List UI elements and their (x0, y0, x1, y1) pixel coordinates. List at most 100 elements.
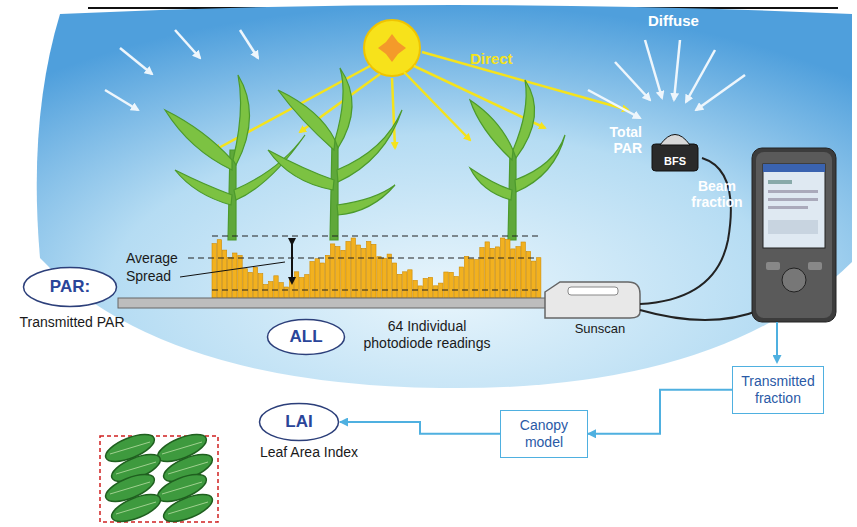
photodiode-bar (233, 253, 237, 298)
ellipse-line (24, 268, 117, 307)
photodiode-bar (243, 269, 247, 298)
leaf (108, 489, 164, 527)
sky-region (37, 5, 852, 388)
box-text: Transmitted fraction (739, 373, 817, 407)
photodiode-bar (248, 272, 252, 298)
photodiode-bar (264, 285, 268, 299)
photodiode-bar (217, 240, 221, 298)
photodiode-bar (392, 263, 396, 298)
photodiode-bar (284, 287, 288, 298)
photodiode-bar (418, 286, 422, 298)
photodiode-bar (325, 255, 329, 298)
node-caption: 64 Individual photodiode readings (352, 318, 502, 352)
photodiode-bar (506, 239, 510, 298)
ellipse-text: LAI (285, 412, 312, 432)
sunscan-probe (118, 298, 546, 308)
photodiode-bar (531, 261, 535, 298)
ellipse-text: ALL (289, 327, 322, 347)
photodiode-bar (475, 260, 479, 298)
leaf-grid (100, 429, 218, 527)
pda-output-arrow (776, 322, 778, 362)
leaf-vein (116, 462, 156, 474)
leaf-vein (168, 502, 208, 514)
leaf (160, 489, 216, 527)
sensor-text: BFS (664, 155, 686, 167)
photodiode-bar (459, 267, 463, 298)
pda-cable (640, 310, 760, 320)
diagram-label: Total PAR (592, 124, 642, 156)
diagram-label: Diffuse (648, 12, 728, 29)
photodiode-bar (300, 278, 304, 299)
leaf-vein (162, 442, 202, 454)
photodiode-bar (403, 272, 407, 298)
ellipse-text: PAR: (50, 277, 90, 297)
photodiode-bar (320, 263, 324, 298)
photodiode-bar (377, 257, 381, 298)
node-caption: Leaf Area Index (260, 444, 390, 461)
ellipse-line (260, 404, 339, 441)
ellipse-shape: PAR: (22, 266, 118, 308)
photodiode-bar (464, 256, 468, 298)
sunscan-body (545, 282, 640, 318)
photodiode-bar (470, 259, 474, 298)
box-text: Canopy model (507, 417, 581, 451)
sun (364, 20, 420, 76)
leaf-vein (168, 462, 208, 474)
leaf-vein (116, 502, 156, 514)
photodiode-bar (397, 274, 401, 298)
direct-rays (215, 52, 628, 150)
photodiode-bars (212, 238, 541, 298)
photodiode-bar (274, 276, 278, 298)
photodiode-bar (408, 270, 412, 298)
ellipse-line (268, 320, 345, 355)
photodiode-bar (428, 277, 432, 298)
diagram-label: Average (126, 250, 186, 266)
diagram-label: Spread (126, 268, 186, 284)
leaf-vein (110, 442, 150, 454)
photodiode-bar (449, 272, 453, 298)
node-caption: Transmitted PAR (12, 314, 132, 331)
photodiode-bar (310, 262, 314, 299)
sensor-dome (660, 135, 690, 146)
photodiode-bar (222, 250, 226, 298)
photodiode-bar (413, 280, 417, 298)
diagram-label: Beam fraction (684, 178, 750, 210)
photodiode-bar (351, 238, 355, 298)
photodiode-bar (454, 277, 458, 299)
ellipse-node: LAILeaf Area Index (258, 402, 340, 442)
photodiode-bar (434, 286, 438, 298)
sensor-body (652, 144, 698, 171)
photodiode-bar (227, 258, 231, 298)
ellipse-shape: LAI (258, 402, 340, 442)
spread-arrow (291, 244, 293, 283)
level-lines (188, 236, 542, 290)
photodiode-bar (511, 249, 515, 298)
diffuse-rays (105, 30, 745, 118)
photodiode-bar (537, 258, 541, 298)
photodiode-bar (305, 275, 309, 298)
photodiode-bar (423, 278, 427, 298)
leaf-vein (110, 482, 150, 494)
photodiode-bar (294, 272, 298, 298)
ellipse-node: ALL64 Individual photodiode readings (266, 318, 346, 356)
flow-arrow (340, 422, 500, 434)
photodiode-bar (253, 267, 257, 298)
flow-arrow (588, 390, 732, 434)
process-box: Canopy model (500, 410, 588, 458)
photodiode-bar (315, 259, 319, 298)
photodiode-bar (500, 238, 504, 298)
photodiode-bar (387, 254, 391, 298)
spread-leader (180, 262, 285, 277)
process-box: Transmitted fraction (732, 366, 824, 414)
photodiode-bar (382, 258, 386, 298)
diagram-label: Sunscan (560, 322, 640, 337)
plants (165, 68, 565, 240)
diagram-label: Direct (470, 50, 540, 67)
photodiode-bar (444, 272, 448, 298)
ellipse-node: PAR:Transmitted PAR (22, 266, 118, 308)
photodiode-bar (238, 255, 242, 298)
ellipse-shape: ALL (266, 318, 346, 356)
bfs-sensor: BFS (648, 144, 702, 172)
